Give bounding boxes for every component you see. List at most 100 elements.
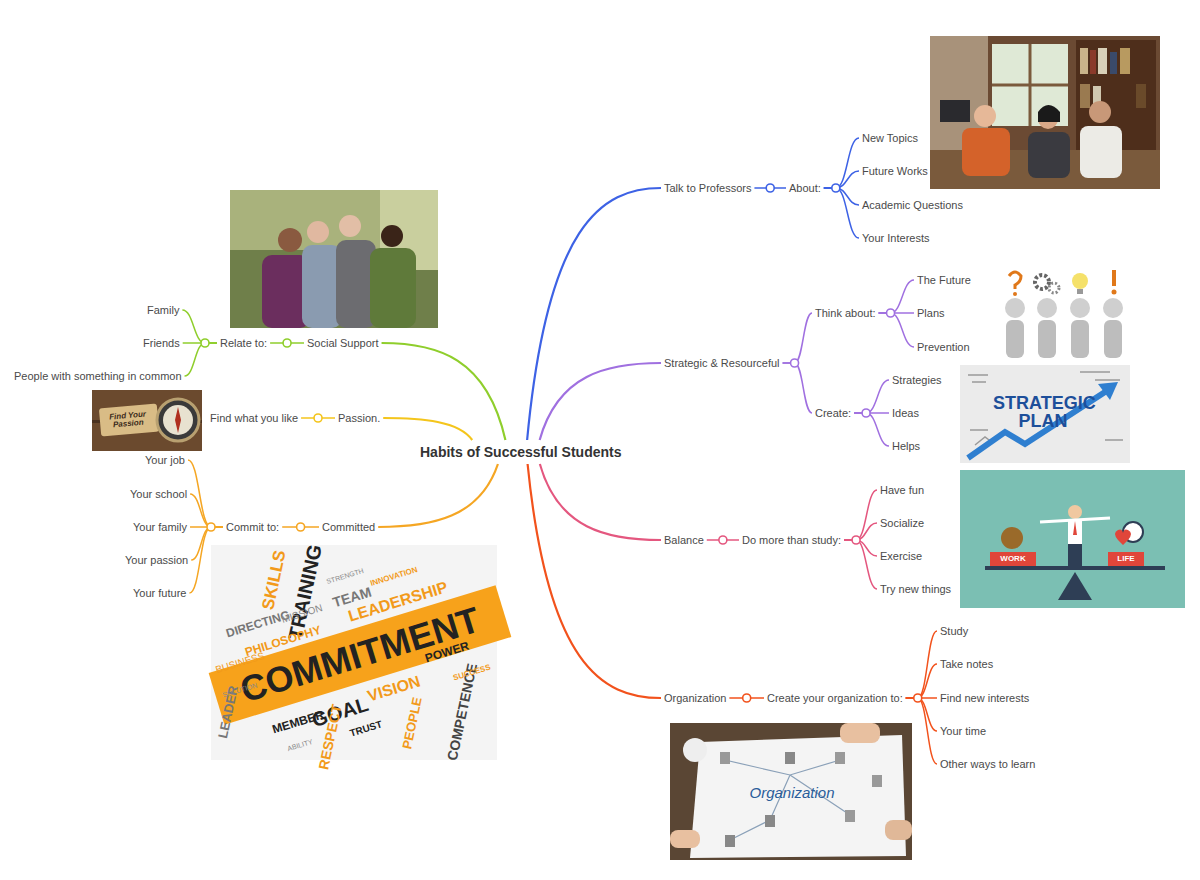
passion-photo xyxy=(175,407,181,433)
junction-dot xyxy=(766,184,774,192)
topic-text: Your Interests xyxy=(862,230,929,246)
branch-line xyxy=(824,138,859,188)
topic-text: Find what you like xyxy=(210,410,298,426)
organization-photo xyxy=(725,760,850,840)
topic-node: Study xyxy=(940,623,968,639)
branch-line xyxy=(844,540,877,556)
branch-line xyxy=(879,312,914,314)
topic-text: Committed xyxy=(322,519,375,535)
topic-node: Social Support xyxy=(307,335,379,351)
professors-photo xyxy=(1038,105,1060,122)
topic-text: Social Support xyxy=(307,335,379,351)
branch-line xyxy=(301,417,335,419)
topic-node: Passion. xyxy=(338,410,380,426)
organization-photo xyxy=(670,723,912,860)
topic-node: Your future xyxy=(133,585,186,601)
strategic-plan-image xyxy=(968,392,1105,458)
work-life-balance-image xyxy=(1115,529,1131,545)
junction-dot xyxy=(314,414,322,422)
topic-node: Create: xyxy=(815,405,851,421)
strategic-plan-image xyxy=(1098,382,1118,400)
branch-line xyxy=(540,464,661,540)
topic-node: People with something in common xyxy=(14,368,182,384)
branch-line xyxy=(844,523,877,540)
professors-photo xyxy=(1080,84,1090,108)
passion-photo xyxy=(163,405,193,435)
topic-node: Your Interests xyxy=(862,230,929,246)
organization-photo xyxy=(765,815,775,827)
thinking-figures-image xyxy=(1071,320,1089,358)
topic-text: About: xyxy=(789,180,821,196)
topic-text: Socialize xyxy=(880,515,924,531)
image-caption-text: LIFE xyxy=(1117,555,1134,563)
image-caption-text: Organization xyxy=(749,785,834,800)
work-life-balance-image xyxy=(960,470,1185,608)
topic-node: Your passion xyxy=(125,552,188,568)
work-life-balance-image xyxy=(960,470,1185,608)
topic-text: Strategies xyxy=(892,372,942,388)
topic-text: Plans xyxy=(917,305,945,321)
thinking-figures-image xyxy=(1035,275,1049,289)
professors-photo xyxy=(992,44,1068,126)
thinking-figures-image xyxy=(1104,320,1122,358)
junction-dot xyxy=(297,523,305,531)
work-life-balance-image xyxy=(1068,544,1082,566)
branch-line xyxy=(189,527,223,593)
topic-text: Strategic & Resourceful xyxy=(664,355,780,371)
topic-text: Your future xyxy=(133,585,186,601)
topic-text: Ideas xyxy=(892,405,919,421)
topic-text: Commit to: xyxy=(226,519,279,535)
topic-node: Think about: xyxy=(815,305,876,321)
topic-node: Friends xyxy=(143,335,180,351)
thinking-figures-image xyxy=(1077,289,1083,294)
work-life-balance-image xyxy=(1068,520,1082,544)
strategic-plan-image xyxy=(960,365,1130,463)
topic-text: Take notes xyxy=(940,656,993,672)
thinking-figures-image xyxy=(1013,292,1017,296)
passion-photo xyxy=(157,399,199,441)
branch-line xyxy=(378,464,498,527)
passion-photo xyxy=(92,390,202,451)
branch-line xyxy=(754,187,786,189)
work-life-balance-image xyxy=(1001,527,1023,549)
organization-photo xyxy=(785,752,795,764)
image-caption-text: WORK xyxy=(1000,555,1025,563)
topic-text: Exercise xyxy=(880,548,922,564)
topic-node: The Future xyxy=(917,272,971,288)
topic-text: Helps xyxy=(892,438,920,454)
topic-node: Do more than study: xyxy=(742,532,841,548)
social-support-photo xyxy=(381,225,403,247)
topic-node: Committed xyxy=(322,519,375,535)
topic-node: Plans xyxy=(917,305,945,321)
professors-photo xyxy=(992,84,1068,87)
social-support-photo xyxy=(278,228,302,252)
topic-text: Your time xyxy=(940,723,986,739)
branch-line xyxy=(729,697,764,699)
topic-node: Talk to Professors xyxy=(664,180,751,196)
topic-text: Relate to: xyxy=(220,335,267,351)
topic-text: Try new things xyxy=(880,581,951,597)
branch-line xyxy=(854,412,889,414)
junction-dot xyxy=(862,409,870,417)
junction-dot xyxy=(832,184,840,192)
branch-line xyxy=(383,418,472,440)
branch-line xyxy=(707,539,739,541)
junction-dot xyxy=(201,339,209,347)
topic-text: Balance xyxy=(664,532,704,548)
work-life-balance-image xyxy=(1108,552,1144,566)
topic-text: Do more than study: xyxy=(742,532,841,548)
thinking-figures-image xyxy=(1103,298,1123,318)
topic-text: Your school xyxy=(130,486,187,502)
topic-text: Academic Questions xyxy=(862,197,963,213)
professors-photo xyxy=(1136,84,1146,108)
topic-text: Friends xyxy=(143,335,180,351)
branch-line xyxy=(185,343,217,376)
organization-photo xyxy=(840,723,880,743)
topic-node: Socialize xyxy=(880,515,924,531)
passion-photo xyxy=(99,404,159,437)
professors-photo xyxy=(940,100,970,122)
central-topic: Habits of Successful Students xyxy=(420,442,621,462)
topic-node: Create your organization to: xyxy=(767,690,903,706)
topic-node: Your school xyxy=(130,486,187,502)
topic-node: Try new things xyxy=(880,581,951,597)
